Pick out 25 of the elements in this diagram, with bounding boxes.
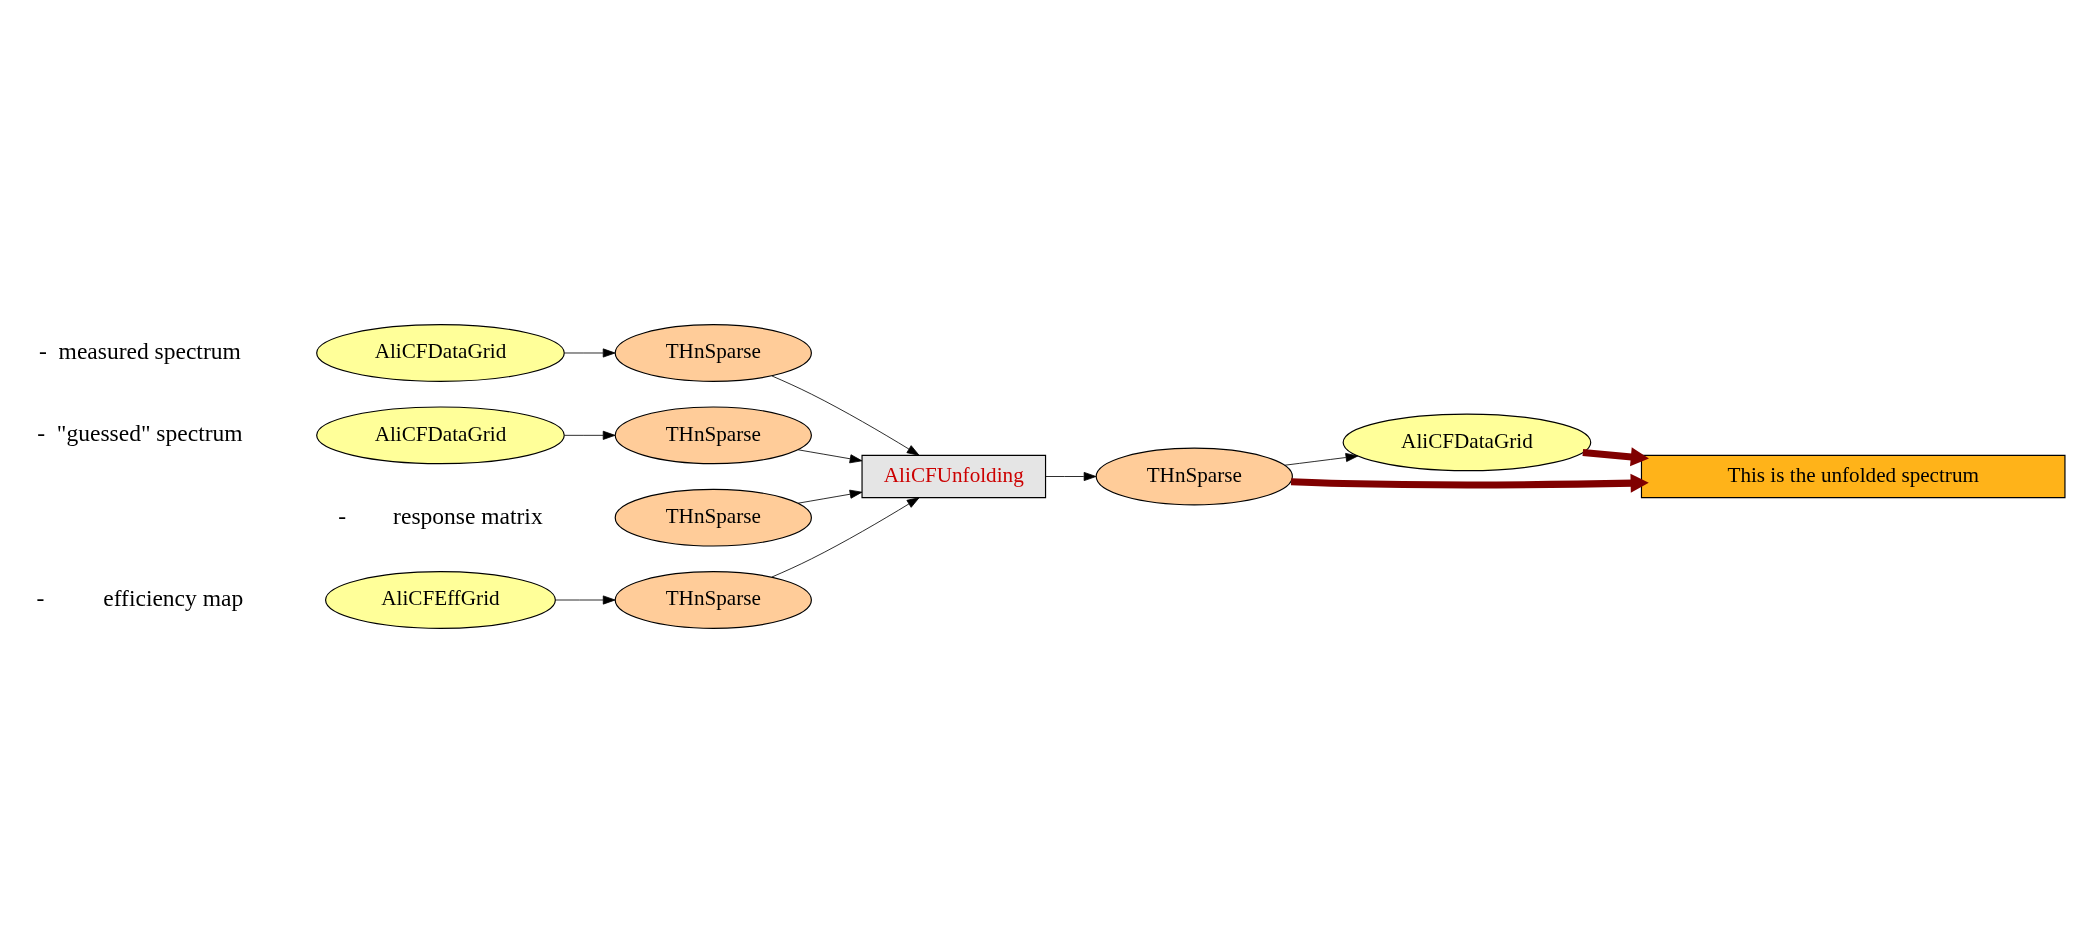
node-box: AliCFUnfolding [861, 454, 1047, 498]
arrow [564, 430, 616, 440]
arrow [1284, 452, 1359, 466]
node-ellipse: AliCFDataGrid [316, 405, 565, 464]
arrow [1045, 471, 1097, 481]
node-ellipse: THnSparse [614, 488, 812, 547]
arrow [1582, 446, 1649, 466]
node-ellipse: THnSparse [614, 570, 812, 629]
label: - response matrix [338, 502, 543, 529]
label: - measured spectrum [39, 337, 241, 364]
arrow [771, 375, 920, 456]
node-ellipse: THnSparse [614, 323, 812, 382]
node-ellipse: THnSparse [1095, 447, 1293, 505]
arrow [1290, 473, 1649, 493]
arrow [555, 595, 616, 605]
arrow [797, 448, 863, 463]
node-ellipse: AliCFDataGrid [316, 323, 565, 382]
arrow [771, 496, 920, 577]
label: - "guessed" spectrum [37, 419, 243, 446]
node-box: This is the unfolded spectrum [1640, 454, 2066, 498]
node-ellipse: AliCFEffGrid [325, 570, 556, 629]
arrow [564, 347, 616, 357]
arrow [797, 489, 863, 504]
node-ellipse: THnSparse [614, 405, 812, 464]
label: - efficiency map [36, 584, 244, 611]
